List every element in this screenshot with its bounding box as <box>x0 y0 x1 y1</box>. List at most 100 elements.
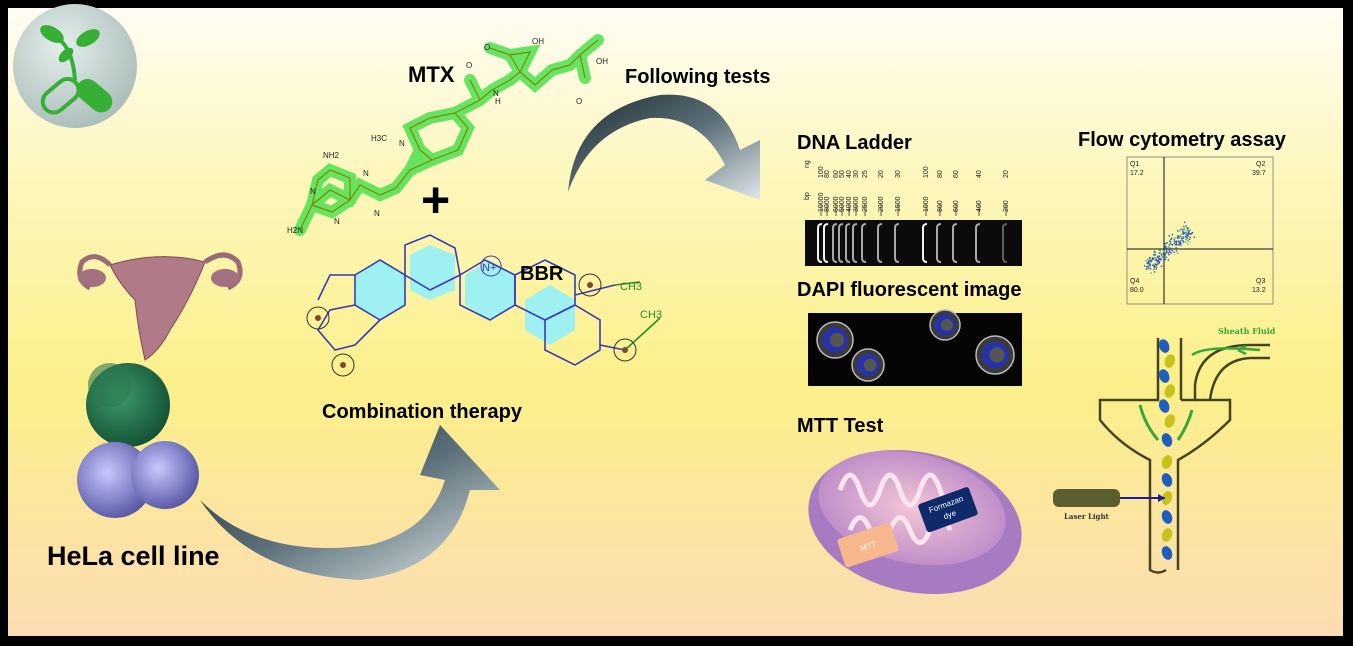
scatter-point <box>1164 245 1166 247</box>
scatter-point <box>1148 256 1151 259</box>
scatter-point <box>1170 238 1172 241</box>
scatter-point <box>1152 258 1155 260</box>
mtx-label: MTX <box>408 62 455 87</box>
scatter-point <box>1164 243 1166 245</box>
ladder-bp-label: 4000 <box>846 196 853 212</box>
scatter-point <box>1186 237 1189 239</box>
plus-sign: + <box>421 172 450 228</box>
scatter-point <box>1148 258 1151 261</box>
scatter-point <box>1182 237 1185 239</box>
scatter-point <box>1168 248 1170 250</box>
gel-band <box>832 223 838 263</box>
flow-cytometry-title: Flow cytometry assay <box>1078 129 1287 151</box>
chromatin <box>829 332 845 348</box>
scatter-point <box>1168 253 1170 256</box>
scatter-point <box>1170 244 1172 246</box>
quadrant-value: 13.2 <box>1252 287 1266 294</box>
scatter-point <box>1160 259 1162 261</box>
laser-light-label: Laser Light <box>1064 512 1110 521</box>
scatter-point <box>1174 244 1177 246</box>
scatter-point <box>1168 235 1170 237</box>
scatter-point <box>1159 258 1161 260</box>
atom-ch3: CH3 <box>640 309 662 321</box>
scatter-point <box>1155 264 1158 267</box>
scatter-point <box>1185 234 1187 236</box>
scatter-point <box>1157 260 1160 263</box>
scatter-point <box>1168 240 1171 243</box>
cell-particle <box>1158 369 1170 383</box>
scatter-point <box>1154 254 1157 256</box>
scatter-point <box>1151 257 1154 259</box>
ladder-bp-label: 200 <box>1003 200 1010 212</box>
atom-o: O <box>484 43 490 52</box>
scatter-point <box>1186 232 1188 234</box>
cell-particle <box>1164 384 1176 398</box>
ladder-ng-label: 40 <box>976 170 983 178</box>
scatter-point <box>1162 256 1164 259</box>
hela-cell-line-label: HeLa cell line <box>47 541 220 571</box>
dna-ladder-gel: ngbp100100008080006060005050004040003030… <box>804 160 1022 266</box>
scatter-point <box>1179 243 1181 245</box>
laser-light-source-icon <box>1053 489 1165 507</box>
mtx-atom-labels: OH OH O O O N H H3C N NH2 H2N N N N N <box>287 37 608 235</box>
chromatin <box>863 358 877 372</box>
gel-band <box>952 223 958 263</box>
plot-frame <box>1126 156 1274 305</box>
scatter-point <box>1155 258 1158 261</box>
atom-nh2: NH2 <box>323 151 340 160</box>
scatter-point <box>1175 241 1177 244</box>
scatter-point <box>1153 271 1156 273</box>
scatter-point <box>1179 241 1182 244</box>
cell-particles <box>1158 339 1176 560</box>
scatter-point <box>1153 250 1156 253</box>
scatter-point <box>1155 263 1158 266</box>
scatter-point <box>1170 237 1173 239</box>
ladder-ng-label: 50 <box>839 170 846 178</box>
scatter-point <box>1165 252 1168 254</box>
scatter-point <box>1188 230 1190 232</box>
scatter-point <box>1178 241 1180 243</box>
scatter-point <box>1177 240 1179 243</box>
scatter-point <box>1178 237 1180 239</box>
chromatin <box>941 319 953 331</box>
scatter-point <box>1181 237 1183 240</box>
scatter-point <box>1175 247 1177 249</box>
scatter-point <box>1185 231 1187 234</box>
scatter-point <box>1150 272 1152 274</box>
atom-ch3: CH3 <box>620 281 642 293</box>
scatter-point <box>1168 250 1171 252</box>
cell-particle <box>1158 339 1170 353</box>
scatter-point <box>1155 257 1158 259</box>
scatter-point <box>1187 227 1189 229</box>
scatter-point <box>1146 258 1149 261</box>
scatter-point <box>1157 259 1160 262</box>
formazan-dye-tag: Formazan dye <box>918 487 978 533</box>
cell-particle <box>1164 414 1176 428</box>
scatter-point <box>1170 247 1172 250</box>
scatter-point <box>1165 242 1168 244</box>
quadrant-label: Q1 <box>1130 161 1139 168</box>
scatter-point <box>1181 233 1183 235</box>
ladder-ng-label: 80 <box>937 170 944 178</box>
scatter-point <box>1164 253 1166 255</box>
scatter-point <box>1174 237 1176 239</box>
scatter-point <box>1191 232 1194 234</box>
scatter-point <box>1152 258 1154 260</box>
scatter-point <box>1155 259 1157 261</box>
scatter-point <box>1188 238 1191 240</box>
scatter-point <box>1167 259 1170 261</box>
scatter-point <box>1164 254 1166 256</box>
scatter-point <box>1163 257 1166 259</box>
scatter-point <box>1160 265 1163 267</box>
scatter-point <box>1182 239 1184 242</box>
scatter-point <box>1157 256 1159 259</box>
scatter-point <box>1190 233 1193 235</box>
atom-h: H <box>495 97 501 106</box>
atom-o: O <box>466 61 472 70</box>
atom-n: N <box>493 89 499 98</box>
gel-band <box>1002 223 1008 263</box>
quadrant-label: Q2 <box>1256 161 1265 168</box>
gel-band <box>894 223 900 263</box>
quadrant-value: 39.7 <box>1252 170 1266 177</box>
scatter-point <box>1166 248 1169 250</box>
